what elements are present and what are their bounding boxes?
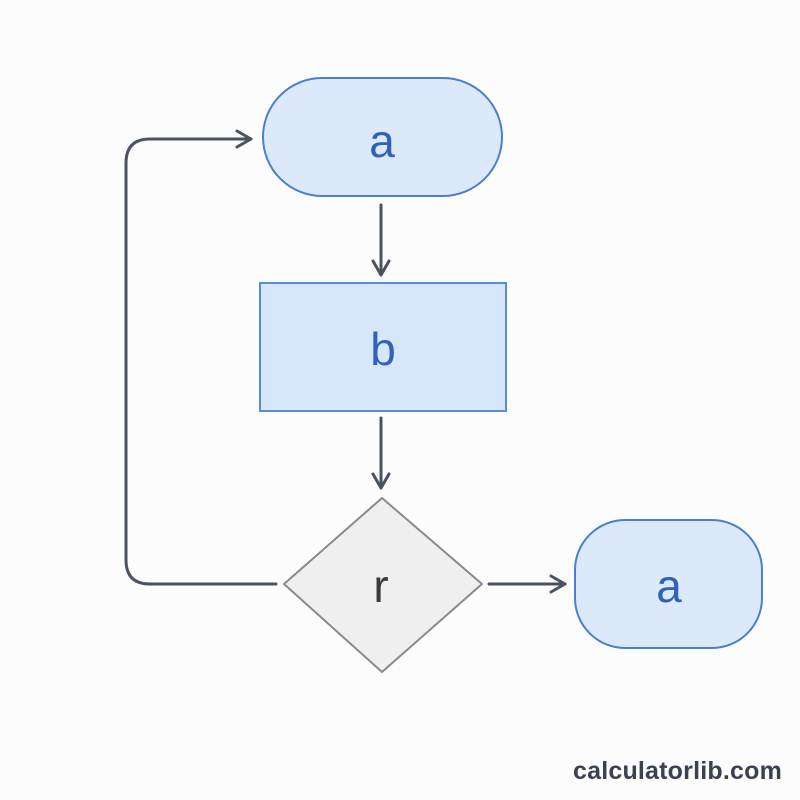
decision-node-label: r	[373, 560, 388, 612]
end-node[interactable]: a	[574, 519, 763, 649]
start-node-shape	[262, 77, 503, 197]
start-node-label: a	[369, 115, 395, 167]
edge-decision-loop-to-start	[124, 129, 278, 586]
decision-node-shape	[283, 497, 483, 673]
decision-node[interactable]: r	[283, 497, 483, 673]
start-node[interactable]: a	[262, 77, 503, 197]
end-node-shape	[574, 519, 763, 649]
site-watermark: calculatorlib.com	[572, 757, 782, 785]
process-node-label: b	[370, 323, 396, 375]
process-node[interactable]: b	[259, 282, 507, 412]
end-node-label: a	[656, 560, 682, 612]
process-node-shape	[259, 282, 507, 412]
